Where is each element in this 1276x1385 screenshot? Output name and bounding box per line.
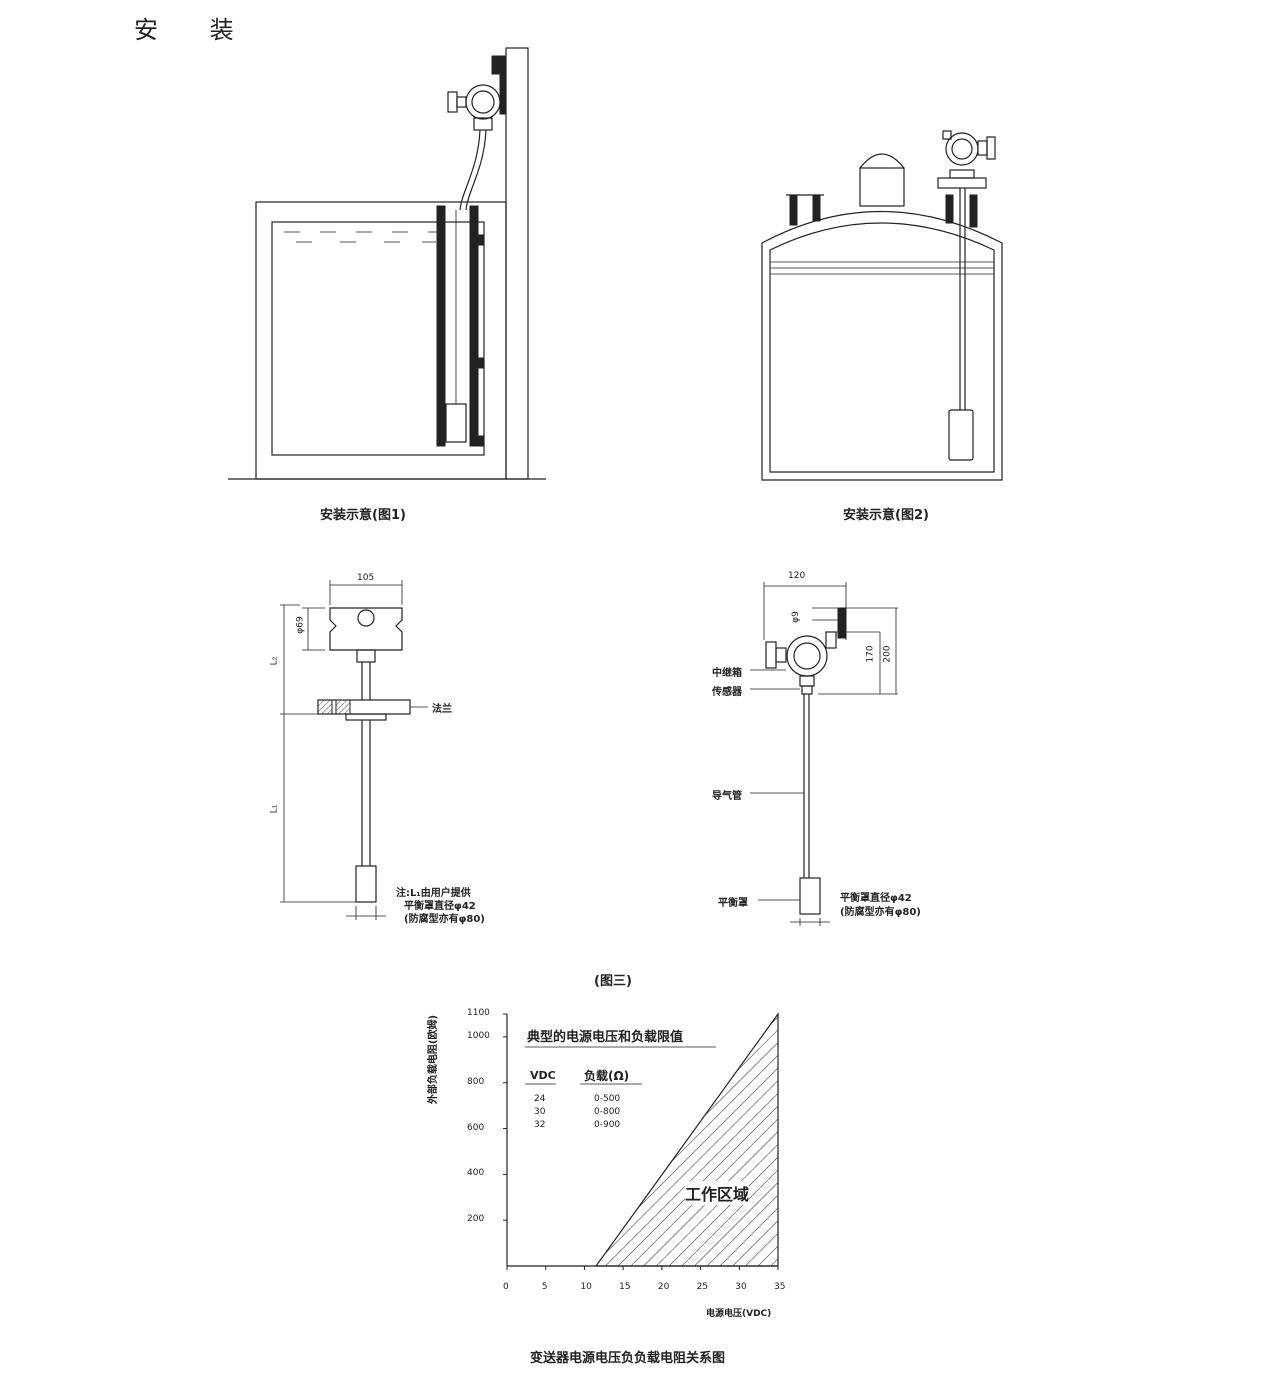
dim-200-label: 200 [882, 645, 893, 663]
x-tick-label: 35 [774, 1282, 786, 1292]
vent-pipe-label: 导气管 [712, 791, 742, 802]
page-title: 安 装 [134, 16, 256, 44]
flange-label: 法兰 [432, 704, 452, 715]
table-row-2-vdc: 30 [534, 1107, 546, 1117]
dim-170-label: 170 [865, 645, 876, 663]
note-line-1: 注:L₁由用户提供 [396, 888, 471, 899]
y-tick-label: 600 [467, 1122, 485, 1133]
junction-box-label: 中继箱 [712, 668, 742, 679]
table-row-3-vdc: 32 [534, 1120, 546, 1130]
working-area-label: 工作区域 [685, 1181, 750, 1205]
dim-l2-label: L₂ [269, 656, 280, 666]
figure-3-right-drawing [750, 582, 898, 926]
table-header-load: 负载(Ω) [584, 1069, 630, 1083]
dim-l1-label: L₁ [269, 804, 280, 814]
x-tick-label: 15 [619, 1282, 631, 1292]
figure-1-caption: 安装示意(图1) [320, 508, 406, 523]
x-tick-label: 0 [503, 1282, 509, 1292]
table-header-vdc: VDC [530, 1069, 556, 1082]
chart-title: 典型的电源电压和负载限值 [527, 1030, 684, 1045]
chart-x-axis-label: 电源电压(VDC) [706, 1309, 772, 1319]
dim-diameter-label-right: φ9 [790, 611, 801, 623]
right-note-line-2: (防腐型亦有φ80) [840, 907, 921, 918]
balance-cover-label: 平衡罩 [718, 898, 748, 909]
figure-1-drawing [228, 47, 546, 480]
chart-y-axis-label: 外部负载电阻(欧姆) [428, 1014, 440, 1105]
figure-3-left-drawing [280, 580, 428, 920]
dim-width-label: 105 [357, 573, 375, 583]
figure-2-drawing [761, 130, 1003, 481]
x-tick-label: 10 [580, 1282, 592, 1292]
y-tick-label: 1000 [467, 1030, 490, 1041]
x-tick-label: 5 [541, 1282, 548, 1292]
chart-caption: 变送器电源电压负负载电阻关系图 [530, 1351, 726, 1366]
working-area-region [594, 1012, 779, 1267]
x-tick-label: 30 [735, 1282, 747, 1292]
sensor-label: 传感器 [712, 687, 742, 698]
table-row-3-load: 0-900 [594, 1120, 621, 1130]
load-chart [503, 1012, 779, 1270]
dim-diameter-label: φ69 [295, 616, 306, 634]
table-row-1-vdc: 24 [534, 1094, 546, 1104]
y-tick-label: 200 [467, 1214, 485, 1225]
figure-2-caption: 安装示意(图2) [843, 508, 929, 523]
note-line-3: (防腐型亦有φ80) [404, 914, 485, 925]
y-tick-label: 400 [467, 1168, 485, 1179]
right-note-line-1: 平衡罩直径φ42 [840, 893, 912, 904]
x-tick-label: 25 [696, 1282, 709, 1292]
x-tick-label: 20 [657, 1282, 670, 1292]
table-row-2-load: 0-800 [594, 1107, 621, 1117]
dim-width-label-right: 120 [788, 571, 806, 581]
figure-3-caption: (图三) [594, 974, 632, 989]
y-tick-label: 1100 [467, 1008, 490, 1018]
table-row-1-load: 0-500 [594, 1094, 621, 1104]
y-tick-label: 800 [467, 1076, 485, 1087]
note-line-2: 平衡罩直径φ42 [404, 901, 476, 912]
